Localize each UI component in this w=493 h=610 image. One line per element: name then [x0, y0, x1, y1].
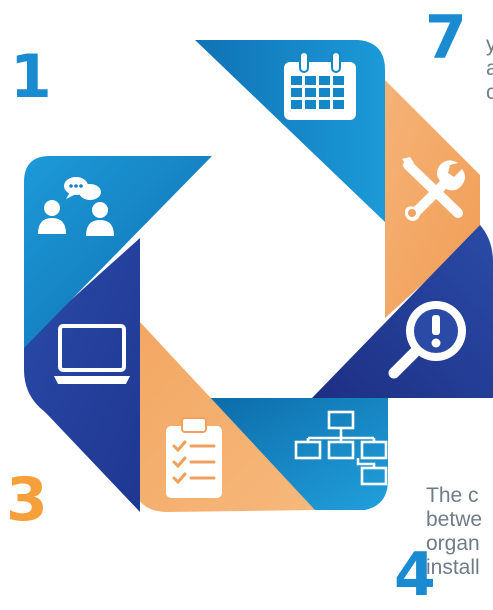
- step-number-1: 1: [10, 42, 52, 112]
- laptop-icon: [54, 324, 130, 384]
- people-chat-icon: [38, 177, 114, 236]
- segment-laptop: [24, 238, 140, 512]
- calendar-icon: [284, 51, 356, 120]
- step-number-3: 3: [6, 465, 48, 535]
- step-4-text: The c betwe organ install: [426, 484, 482, 580]
- segment-orgchart: [198, 398, 388, 510]
- tools-icon: [402, 157, 465, 221]
- checklist-icon: [166, 417, 222, 498]
- magnifier-alert-icon: [388, 301, 466, 379]
- step-7-text-line: y: [486, 33, 493, 56]
- step-7-text-line: c: [486, 81, 493, 104]
- step-number-7: 7: [425, 3, 467, 73]
- step-4-text-line: The c: [426, 484, 479, 507]
- step-4-text-line: install: [426, 556, 480, 579]
- step-4-text-line: organ: [426, 532, 480, 555]
- step-7-text: y a c: [486, 33, 493, 105]
- step-number-4: 4: [394, 540, 436, 610]
- step-7-text-line: a: [486, 57, 493, 80]
- org-chart-icon: [294, 410, 388, 486]
- segment-people: [24, 156, 212, 348]
- step-4-text-line: betwe: [426, 508, 483, 531]
